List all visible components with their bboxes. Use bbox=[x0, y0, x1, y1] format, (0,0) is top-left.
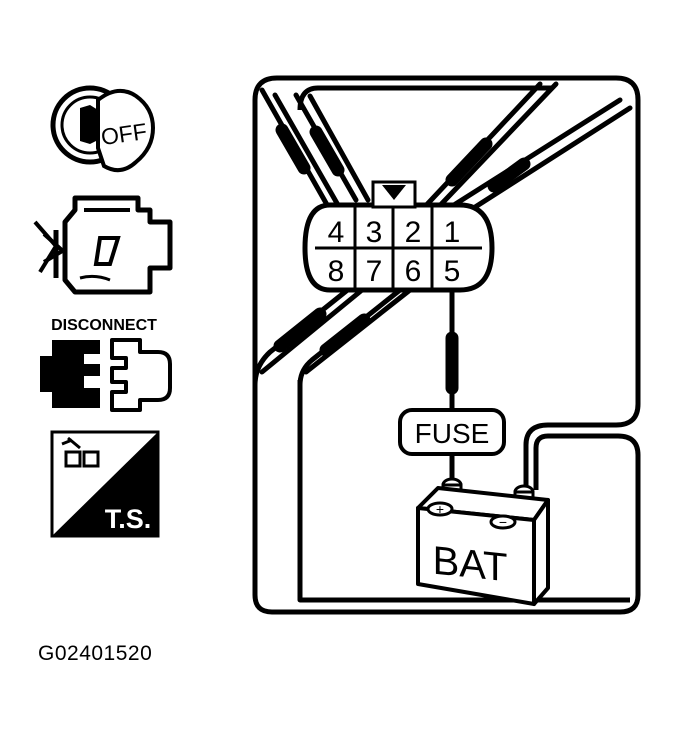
test-spec-label: T.S. bbox=[105, 504, 152, 534]
pin-7: 7 bbox=[366, 255, 383, 288]
fuse-label: FUSE bbox=[415, 418, 490, 449]
battery-positive: + bbox=[436, 501, 444, 517]
battery-label: BAT bbox=[433, 539, 508, 591]
disconnect-label: DISCONNECT bbox=[51, 317, 157, 334]
wire-loop-outer bbox=[252, 75, 641, 615]
engine-icon bbox=[33, 195, 173, 295]
pin-6: 6 bbox=[405, 255, 422, 288]
pin-8: 8 bbox=[328, 255, 345, 288]
battery: + − BAT bbox=[416, 477, 550, 606]
disconnect-connector-icon bbox=[40, 338, 172, 412]
connector-8-pin: 4 3 2 1 8 7 6 5 bbox=[302, 180, 495, 293]
figure-id: G02401520 bbox=[38, 642, 153, 665]
wires-bottom bbox=[252, 285, 455, 413]
fuse-box: FUSE bbox=[398, 408, 506, 456]
ignition-key-icon: OFF bbox=[50, 85, 156, 173]
wires-top bbox=[259, 81, 633, 221]
battery-negative: − bbox=[499, 514, 507, 530]
ignition-off-label: OFF bbox=[99, 118, 148, 150]
pin-1: 1 bbox=[444, 216, 461, 249]
pin-4: 4 bbox=[328, 216, 345, 249]
pin-5: 5 bbox=[444, 255, 461, 288]
pin-3: 3 bbox=[366, 216, 383, 249]
pin-2: 2 bbox=[405, 216, 422, 249]
test-spec-icon: T.S. bbox=[50, 430, 160, 538]
